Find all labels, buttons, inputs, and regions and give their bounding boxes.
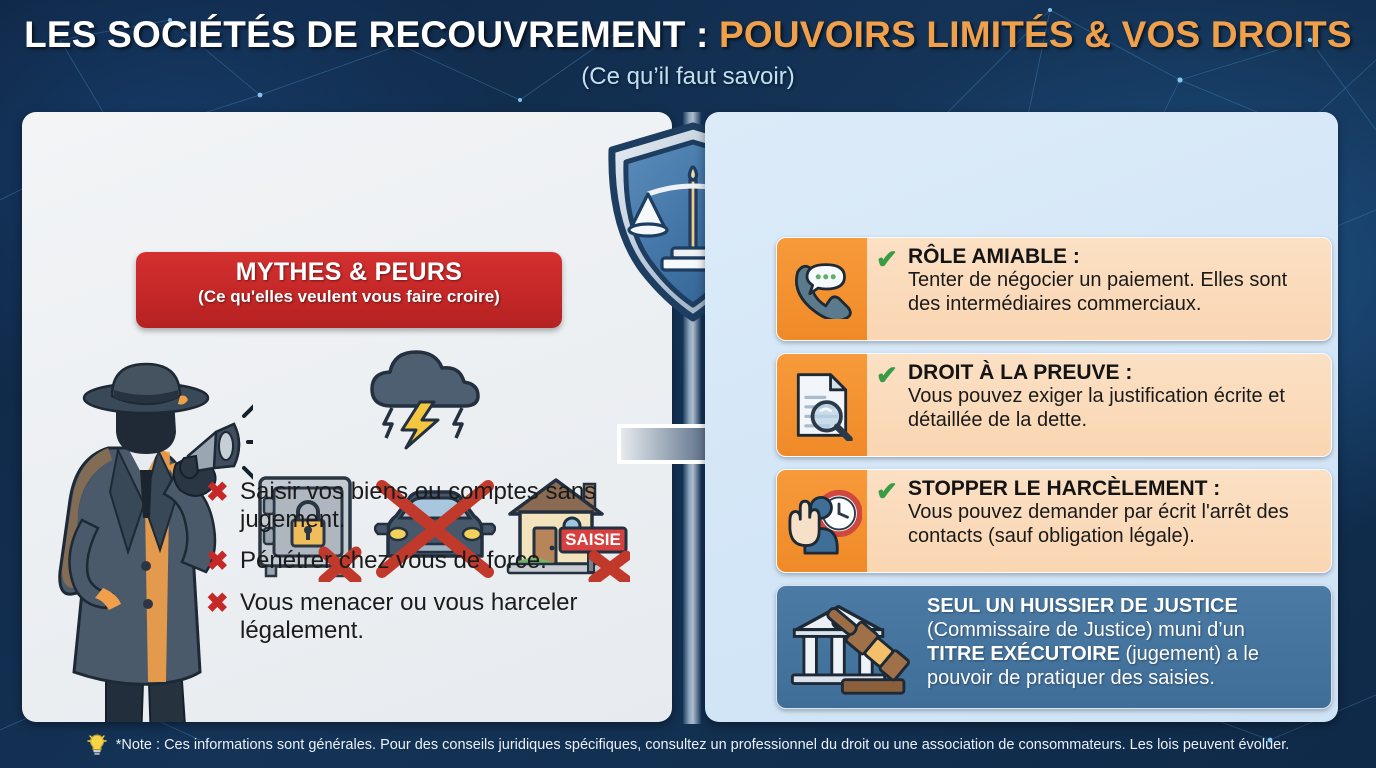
list-item: ✖ Saisir vos biens ou comptes sans jugem… — [206, 477, 626, 534]
cross-icon: ✖ — [206, 546, 229, 577]
right-card-title: STOPPER LE HARCÈLEMENT : — [908, 477, 1221, 500]
list-item: ✖ Pénétrer chez vous de force. — [206, 546, 626, 577]
page-title: LES SOCIÉTÉS DE RECOUVREMENT : POUVOIRS … — [0, 14, 1376, 56]
check-icon: ✔ — [876, 476, 898, 506]
phone-chat-bubble-icon — [777, 238, 867, 340]
bailiff-line-3-strong: TITRE EXÉCUTOIRE — [927, 643, 1120, 665]
footer-note-text: *Note : Ces informations sont générales.… — [115, 737, 1290, 753]
locked-safe-icon — [258, 476, 362, 582]
list-item: ✖ Vous menacer ou vous harceler légaleme… — [206, 589, 626, 645]
right-card-body: ✔ RÔLE AMIABLE : Tenter de négocier un p… — [867, 238, 1331, 340]
storm-cloud-lightning-icon — [370, 350, 480, 450]
right-card-body: ✔ DROIT À LA PREUVE : Vous pouvez exiger… — [867, 354, 1331, 456]
stop-hand-clock-icon — [777, 470, 867, 572]
list-item-label: Pénétrer chez vous de force. — [240, 547, 547, 575]
page-title-primary: LES SOCIÉTÉS DE RECOUVREMENT : — [24, 14, 709, 55]
right-card-desc: Vous pouvez demander par écrit l'arrêt d… — [908, 501, 1289, 547]
crossed-out-car-icon — [374, 480, 496, 578]
document-magnifier-icon — [777, 354, 867, 456]
bailiff-line-3-rest: (jugement) a le — [1120, 643, 1259, 665]
header: LES SOCIÉTÉS DE RECOUVREMENT : POUVOIRS … — [0, 0, 1376, 112]
page-title-accent: POUVOIRS LIMITÉS & VOS DROITS — [719, 14, 1352, 55]
bailiff-highlight-card[interactable]: SEUL UN HUISSIER DE JUSTICE (Commissaire… — [776, 585, 1332, 709]
footer-note: *Note : Ces informations sont générales.… — [0, 722, 1376, 768]
right-card[interactable]: ✔ RÔLE AMIABLE : Tenter de négocier un p… — [776, 237, 1332, 341]
myths-list: ✖ Saisir vos biens ou comptes sans jugem… — [206, 477, 626, 658]
bailiff-line-2: (Commissaire de Justice) muni d’un — [927, 619, 1245, 641]
myths-banner-title: MYTHES & PEURS — [235, 258, 463, 286]
right-card-title: DROIT À LA PREUVE : — [908, 361, 1133, 384]
right-card[interactable]: ✔ STOPPER LE HARCÈLEMENT : Vous pouvez d… — [776, 469, 1332, 573]
bailiff-line-1: SEUL UN HUISSIER DE JUSTICE — [927, 595, 1238, 617]
right-card-title: RÔLE AMIABLE : — [908, 245, 1080, 268]
right-card-body: ✔ STOPPER LE HARCÈLEMENT : Vous pouvez d… — [867, 470, 1331, 572]
courthouse-gavel-icon — [777, 586, 927, 708]
list-item-label: Saisir vos biens ou comptes sans jugemen… — [240, 478, 597, 534]
myths-panel: SAISIE — [22, 112, 672, 722]
trench-coat-figure-with-megaphone-icon — [58, 362, 253, 722]
cross-icon: ✖ — [206, 477, 229, 507]
right-card[interactable]: ✔ DROIT À LA PREUVE : Vous pouvez exiger… — [776, 353, 1332, 457]
cross-icon: ✖ — [206, 588, 229, 619]
svg-text:SAISIE: SAISIE — [565, 530, 621, 549]
house-seizure-icon: SAISIE — [506, 478, 630, 582]
myths-banner-subtitle: (Ce qu'elles veulent vous faire croire) — [198, 287, 500, 307]
check-icon: ✔ — [876, 244, 898, 274]
lightbulb-icon — [87, 734, 107, 755]
bailiff-highlight-text: SEUL UN HUISSIER DE JUSTICE (Commissaire… — [927, 586, 1331, 708]
right-card-desc: Tenter de négocier un paiement. Elles so… — [908, 269, 1288, 315]
myths-banner: MYTHES & PEURS (Ce qu'elles veulent vous… — [136, 252, 562, 328]
check-icon: ✔ — [876, 360, 898, 390]
page-subtitle: (Ce qu’il faut savoir) — [581, 63, 795, 90]
bailiff-line-4: pouvoir de pratiquer des saisies. — [927, 667, 1215, 689]
list-item-label: Vous menacer ou vous harceler légalement… — [240, 589, 578, 645]
right-card-desc: Vous pouvez exiger la justification écri… — [908, 385, 1285, 431]
